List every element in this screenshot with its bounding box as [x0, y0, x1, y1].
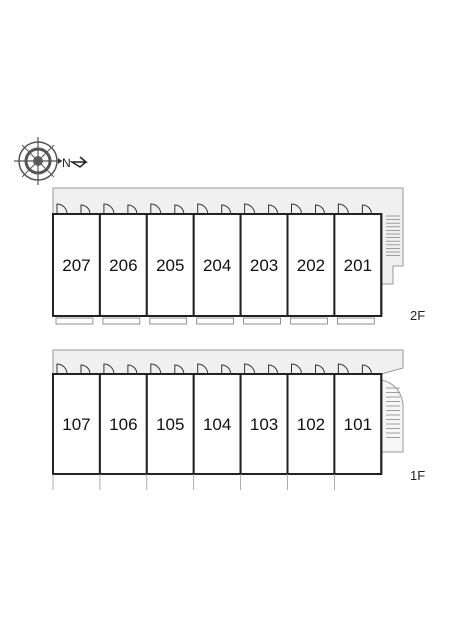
- door-icon: [150, 203, 162, 215]
- stair-landing-1f: [381, 379, 404, 453]
- unit-number: 102: [297, 415, 325, 434]
- unit-number: 106: [109, 415, 137, 434]
- unit-number: 205: [156, 256, 184, 275]
- unit-204: 204: [192, 203, 242, 325]
- balcony: [336, 317, 375, 325]
- balcony: [149, 317, 188, 325]
- floor-1f: 107 106 105 104 103 102 101: [52, 349, 404, 490]
- door-icon: [244, 203, 256, 215]
- balcony: [55, 317, 94, 325]
- floor-label-2f: 2F: [410, 308, 426, 323]
- unit-number: 101: [344, 415, 372, 434]
- unit-room: [192, 373, 242, 475]
- stairs-1f: [386, 387, 400, 438]
- floor-label-1f: 1F: [410, 468, 426, 483]
- unit-101: 101: [333, 363, 383, 490]
- door-icon: [337, 203, 349, 215]
- unit-number: 107: [62, 415, 90, 434]
- door-icon: [103, 363, 115, 375]
- unit-203: 203: [239, 203, 289, 325]
- door-icon: [80, 364, 91, 375]
- unit-103: 103: [239, 363, 289, 490]
- unit-room: [98, 213, 148, 317]
- door-icon: [197, 363, 209, 375]
- unit-room: [333, 213, 383, 317]
- door-icon: [315, 364, 325, 375]
- unit-number: 105: [156, 415, 184, 434]
- unit-number: 207: [62, 256, 90, 275]
- door-icon: [127, 204, 138, 215]
- unit-number: 202: [297, 256, 325, 275]
- unit-number: 104: [203, 415, 231, 434]
- balcony: [196, 317, 234, 325]
- unit-107: 107: [52, 363, 101, 490]
- unit-202: 202: [286, 203, 336, 325]
- unit-room: [145, 213, 195, 317]
- unit-207: 207: [52, 203, 101, 325]
- north-label: N: [62, 156, 71, 170]
- door-icon: [56, 363, 68, 375]
- unit-room: [286, 373, 336, 475]
- unit-104: 104: [192, 363, 242, 490]
- unit-205: 205: [145, 203, 195, 325]
- unit-number: 201: [344, 256, 372, 275]
- door-icon: [291, 363, 302, 375]
- door-icon: [315, 204, 325, 215]
- compass-rose-icon: [14, 137, 62, 185]
- door-icon: [103, 203, 115, 215]
- door-icon: [361, 364, 372, 375]
- unit-number: 204: [203, 256, 231, 275]
- balcony: [290, 317, 328, 325]
- door-icon: [197, 203, 209, 215]
- unit-number: 103: [250, 415, 278, 434]
- door-icon: [174, 364, 185, 375]
- unit-206: 206: [98, 203, 148, 325]
- door-icon: [174, 204, 185, 215]
- door-icon: [291, 203, 302, 215]
- unit-room: [52, 213, 101, 317]
- unit-room: [52, 373, 101, 475]
- unit-106: 106: [98, 363, 148, 490]
- door-icon: [244, 363, 256, 375]
- door-icon: [221, 204, 232, 215]
- unit-number: 206: [109, 256, 137, 275]
- door-icon: [268, 364, 279, 375]
- door-icon: [337, 363, 349, 375]
- unit-room: [239, 213, 289, 317]
- unit-105: 105: [145, 363, 195, 490]
- unit-102: 102: [286, 363, 336, 490]
- unit-201: 201: [333, 203, 383, 325]
- corridor-1f: [52, 349, 404, 375]
- door-icon: [268, 204, 279, 215]
- north-arrow: N: [62, 156, 89, 170]
- door-icon: [361, 204, 372, 215]
- door-icon: [150, 363, 162, 375]
- door-icon: [127, 364, 138, 375]
- unit-number: 203: [250, 256, 278, 275]
- door-icon: [80, 204, 91, 215]
- door-icon: [56, 203, 68, 215]
- door-icon: [221, 364, 232, 375]
- balcony: [102, 317, 141, 325]
- balcony: [243, 317, 281, 325]
- floor-2f: 207 206 205 204 203 202 201: [52, 187, 404, 325]
- stairs-2f: [386, 215, 400, 257]
